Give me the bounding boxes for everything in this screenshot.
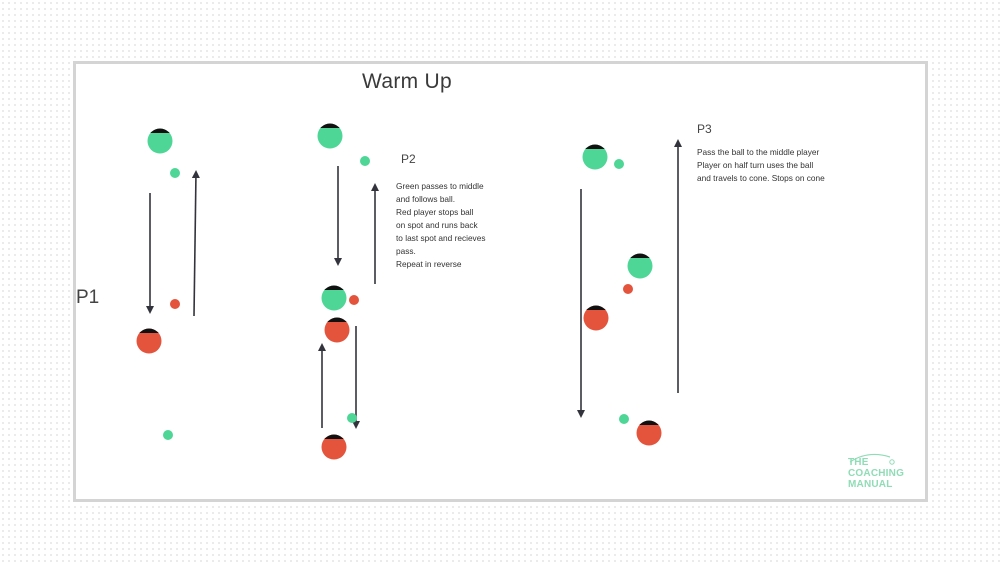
- red-cone: [170, 299, 180, 309]
- logo-line-coaching: COACHING: [848, 468, 905, 479]
- red-player: [321, 434, 347, 460]
- red-cone: [349, 295, 359, 305]
- green-cone: [360, 156, 370, 166]
- red-player: [583, 305, 609, 331]
- green-cone: [163, 430, 173, 440]
- movement-arrow: [191, 170, 200, 317]
- green-cone: [347, 413, 357, 423]
- logo-line-the: THE: [848, 457, 869, 468]
- green-cone: [614, 159, 624, 169]
- cones-layer: [163, 156, 633, 440]
- p2-desc-line: Green passes to middle: [396, 181, 484, 191]
- players-layer: [136, 123, 662, 460]
- green-cone: [170, 168, 180, 178]
- p3-desc-line: Pass the ball to the middle player: [697, 147, 820, 157]
- p2-desc-line: on spot and runs back: [396, 220, 478, 230]
- p3-desc-line: Player on half turn uses the ball: [697, 160, 814, 170]
- p2-desc-line: pass.: [396, 246, 416, 256]
- green-player: [317, 123, 343, 149]
- p3-desc-line: and travels to cone. Stops on cone: [697, 173, 825, 183]
- p2-desc-line: to last spot and recieves: [396, 233, 486, 243]
- p3-description: Pass the ball to the middle player Playe…: [697, 146, 825, 185]
- red-player: [136, 328, 162, 354]
- label-p3: P3: [697, 122, 712, 136]
- arrows-layer: [146, 139, 682, 429]
- green-player: [321, 285, 347, 311]
- red-player: [324, 317, 350, 343]
- diagram-title: Warm Up: [362, 70, 452, 93]
- p2-desc-line: Repeat in reverse: [396, 259, 462, 269]
- p2-desc-line: Red player stops ball: [396, 207, 474, 217]
- label-p1: P1: [76, 287, 100, 308]
- coaching-manual-logo: THE COACHING MANUAL: [846, 453, 926, 493]
- p2-description: Green passes to middle and follows ball.…: [396, 180, 485, 271]
- p2-desc-line: and follows ball.: [396, 194, 456, 204]
- green-player: [147, 128, 173, 154]
- red-player: [636, 420, 662, 446]
- green-cone: [619, 414, 629, 424]
- logo-line-manual: MANUAL: [848, 479, 893, 490]
- drill-canvas: [73, 61, 928, 502]
- logo-swoosh-icon: [849, 453, 895, 465]
- red-cone: [623, 284, 633, 294]
- green-player: [582, 144, 608, 170]
- green-player: [627, 253, 653, 279]
- label-p2: P2: [401, 152, 416, 166]
